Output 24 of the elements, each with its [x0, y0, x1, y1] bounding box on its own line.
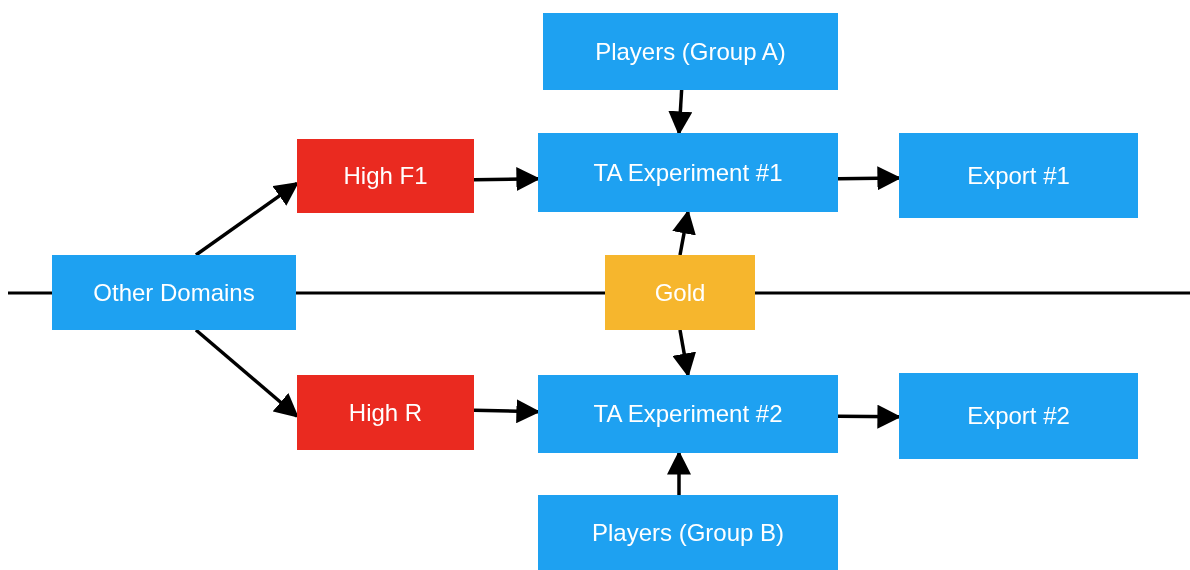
arrow — [194, 181, 299, 257]
arrow — [668, 89, 693, 136]
process-box — [543, 13, 838, 90]
arrow — [194, 328, 299, 418]
box-label: Other Domains — [93, 278, 255, 307]
process-box — [538, 133, 838, 212]
process-box — [297, 375, 474, 450]
process-box — [899, 373, 1138, 459]
process-box — [538, 375, 838, 453]
box-label: Players (Group B) — [591, 518, 785, 547]
box-label: Players (Group A) — [595, 37, 786, 66]
process-box — [52, 255, 296, 330]
box-label: TA Experiment #1 — [593, 158, 783, 187]
process-box — [899, 133, 1138, 218]
process-box — [297, 139, 474, 213]
box-label: High R — [348, 398, 423, 427]
box-label: Gold — [654, 278, 706, 307]
process-box — [605, 255, 755, 330]
process-box — [538, 495, 838, 570]
box-label: Export #2 — [967, 402, 1070, 430]
box-label: Export #1 — [967, 161, 1070, 190]
box-label: TA Experiment #2 — [593, 400, 783, 428]
box-label: High F1 — [343, 162, 428, 190]
arrow — [672, 329, 697, 378]
